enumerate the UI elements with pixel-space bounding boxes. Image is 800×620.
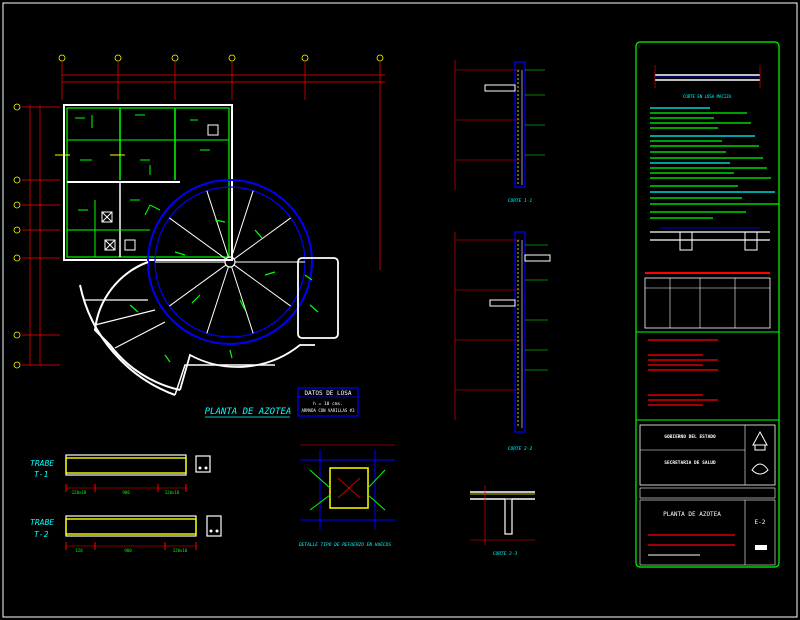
radial-beam-line [169,264,227,307]
beam1-dim-left: 120x10 [72,490,87,495]
radial-beam-line [231,190,254,258]
beam-t1: TRABE T-1 120x10 900 120x10 [30,454,211,495]
beam-t2: TRABE T-2 120 900 120x10 [30,515,222,553]
titleblock-org2: SECRETARIA DE SALUD [664,460,716,466]
beam1-dim-right: 120x10 [165,490,180,495]
beam2-dim-left: 120 [75,548,83,553]
cut1-caption: CORTE 1-1 [508,198,533,204]
beam1-label-a: TRABE [30,459,54,468]
plan-title: PLANTA DE AZOTEA [205,407,292,417]
slab-box-line1: h = 10 cms. [313,401,343,407]
beam2-label-b: T-2 [34,530,49,539]
radial-beam-line [206,190,229,258]
slab-section-caption: CORTE EN LOSA MACIZA [683,94,732,99]
sheet-number: E-2 [755,519,766,526]
plan-rect-structure [63,104,233,261]
radial-beam-line [233,264,291,307]
beam1-label-b: T-1 [34,470,48,479]
title-block: GOBIERNO DEL ESTADO SECRETARIA DE SALUD … [639,424,776,566]
emblem-logo-icon [751,463,769,475]
beam2-dim-right: 120x10 [173,548,188,553]
rebar-marks-rect [55,114,210,211]
slab-box-line2: ARMADA CON VARILLAS #3 [302,408,356,413]
opening-detail [300,444,395,530]
section-cut-1 [454,60,545,190]
section-cut-2 [454,231,551,433]
cut3-caption: CORTE 3-3 [493,551,518,557]
rebar-marks-circle [129,219,319,363]
plan-grid [22,62,385,366]
radial-beam-line [206,266,229,334]
slab-data-box: DATOS DE LOSA h = 10 cms. ARMADA CON VAR… [297,387,359,417]
plan-circular-structure [79,179,339,396]
notes-panel: CORTE EN LOSA MACIZA [635,41,780,568]
radial-beam-line [169,217,227,260]
beam1-dim-mid: 900 [122,490,130,495]
grid-axis-bubbles [13,54,384,369]
slab-box-title: DATOS DE LOSA [305,390,352,397]
beam2-dim-mid: 900 [124,548,132,553]
cut2-caption: CORTE 2-2 [508,446,533,452]
titleblock-org1: GOBIERNO DEL ESTADO [664,434,716,440]
sheet-title: PLANTA DE AZOTEA [663,511,721,518]
building-logo-icon [752,430,768,451]
radial-beam-line [231,266,254,334]
radial-beam-line [233,217,291,260]
section-cut-3 [470,485,535,545]
beam2-label-a: TRABE [30,518,54,527]
opening-detail-caption: DETALLE TIPO DE REFUERZO EN HUECOS [298,542,391,548]
